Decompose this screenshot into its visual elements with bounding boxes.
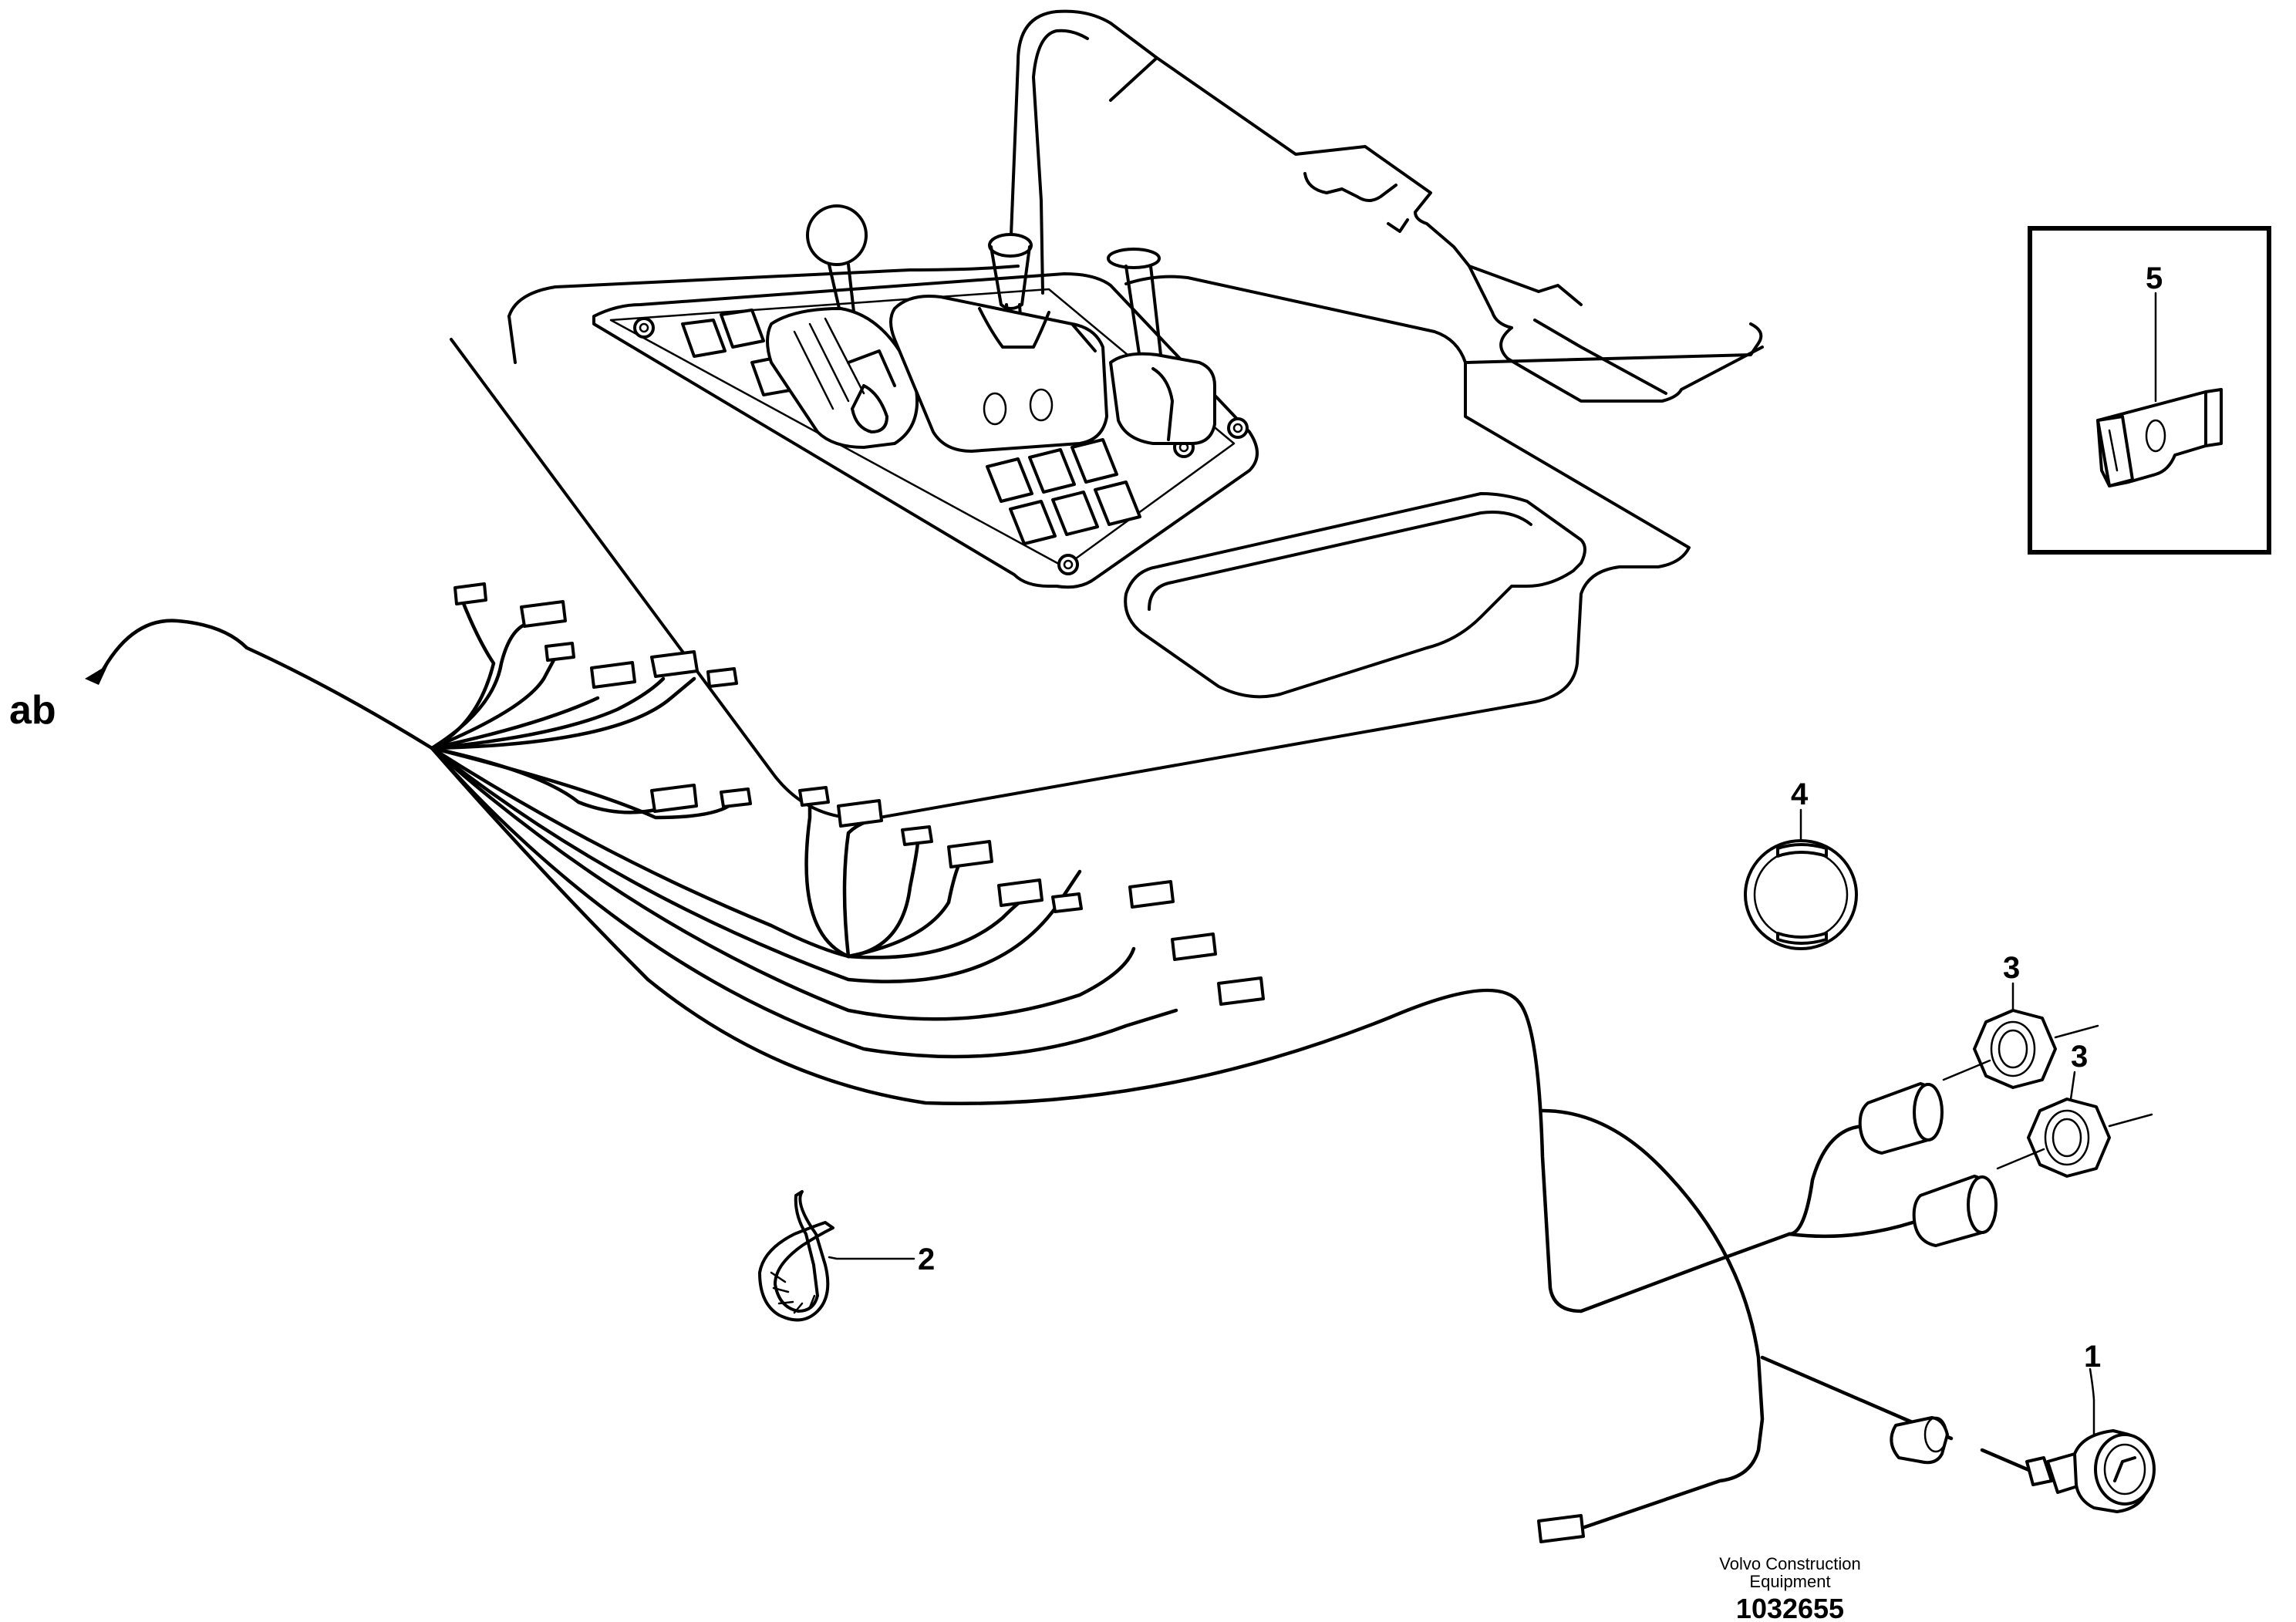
connector [520,600,567,628]
gear-shift-lever [889,233,1108,453]
callout-5: 5 [2146,261,2163,295]
callout-1: 1 [2084,1340,2101,1374]
part-3-nut-lower: 3 [1996,1040,2153,1178]
switch-bank-left [681,309,796,396]
part-2-cable-tie: 2 [758,1190,935,1322]
drawing-number: 1032655 [1736,1593,1844,1622]
connector [706,667,738,688]
wiring-harness [98,599,2038,1533]
part-5-detail-box: 5 [2028,226,2271,555]
connector [544,642,575,662]
connector [453,582,487,605]
ab-reference: ab [9,665,108,733]
connector [720,787,752,808]
connector [590,661,636,689]
throttle-lever [1107,248,1216,445]
callout-4: 4 [1791,777,1809,811]
part-4-sealing-ring: 4 [1744,777,1858,950]
connector [947,840,993,868]
connector [1537,1514,1585,1543]
connector [837,799,883,828]
detail-frame [2028,226,2271,555]
connector-group [453,582,1585,1543]
connector [901,825,933,846]
connector [1217,976,1265,1006]
connector [798,786,830,807]
company-name-line1: Volvo Construction [1719,1554,1860,1573]
callout-3-upper: 3 [2003,951,2020,985]
company-name-line2: Equipment [1749,1572,1830,1591]
connector [997,878,1043,907]
callout-3-lower: 3 [2071,1040,2088,1074]
label-ab: ab [9,688,56,733]
footer-block: Volvo Construction Equipment 1032655 [1719,1554,1860,1622]
part-3-sleeves [1858,1082,1998,1247]
connector [650,784,698,813]
joystick-lever [766,204,919,449]
connector [650,650,699,678]
switch-bank-right [986,438,1141,545]
arrow-icon [85,665,108,685]
operator-console [450,9,1764,821]
callout-2: 2 [918,1243,935,1276]
connector [1128,880,1175,909]
part-1-power-socket: 1 [1890,1340,2156,1513]
connector [1051,892,1083,913]
connector [1171,932,1217,961]
part-3-nut-upper: 3 [1942,951,2099,1089]
